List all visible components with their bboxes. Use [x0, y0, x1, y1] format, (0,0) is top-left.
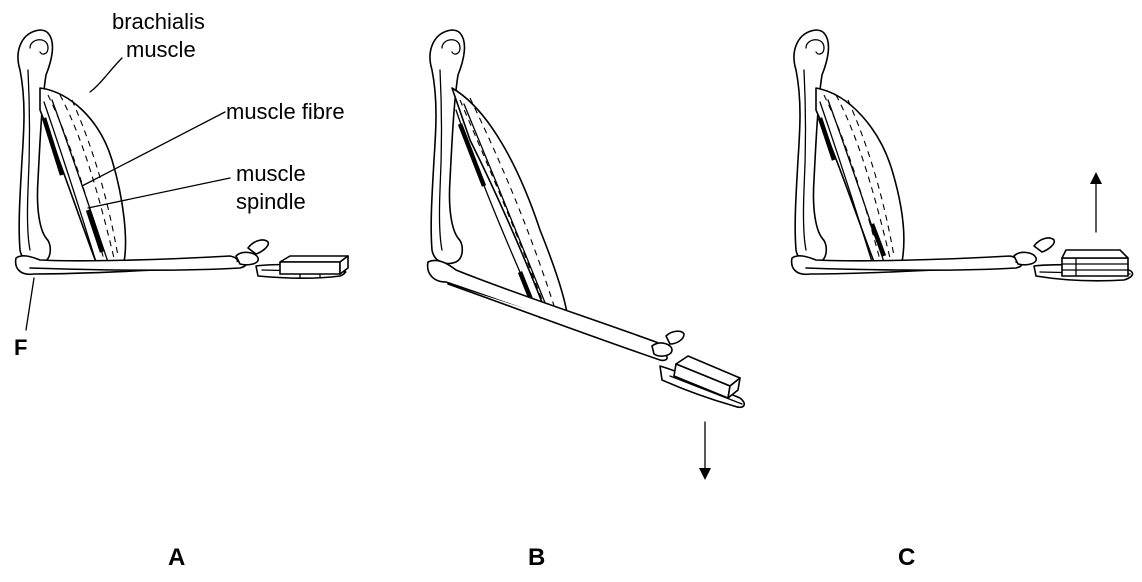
fulcrum-label: F — [14, 336, 27, 360]
panel-b-drawing — [428, 30, 745, 480]
panel-c-drawing — [792, 30, 1133, 281]
arrow-down-icon — [699, 422, 711, 480]
panel-label-b: B — [528, 546, 545, 570]
brachialis-label: brachialis — [112, 10, 205, 34]
panel-label-a: A — [168, 546, 185, 570]
brachialis-muscle-label: muscle — [126, 38, 196, 62]
muscle-spindle-label-line2: spindle — [236, 190, 306, 214]
panel-label-c: C — [898, 546, 915, 570]
arrow-up-icon — [1090, 172, 1102, 232]
muscle-spindle-label-line1: muscle — [236, 162, 306, 186]
muscle-fibre-label: muscle fibre — [226, 100, 345, 124]
